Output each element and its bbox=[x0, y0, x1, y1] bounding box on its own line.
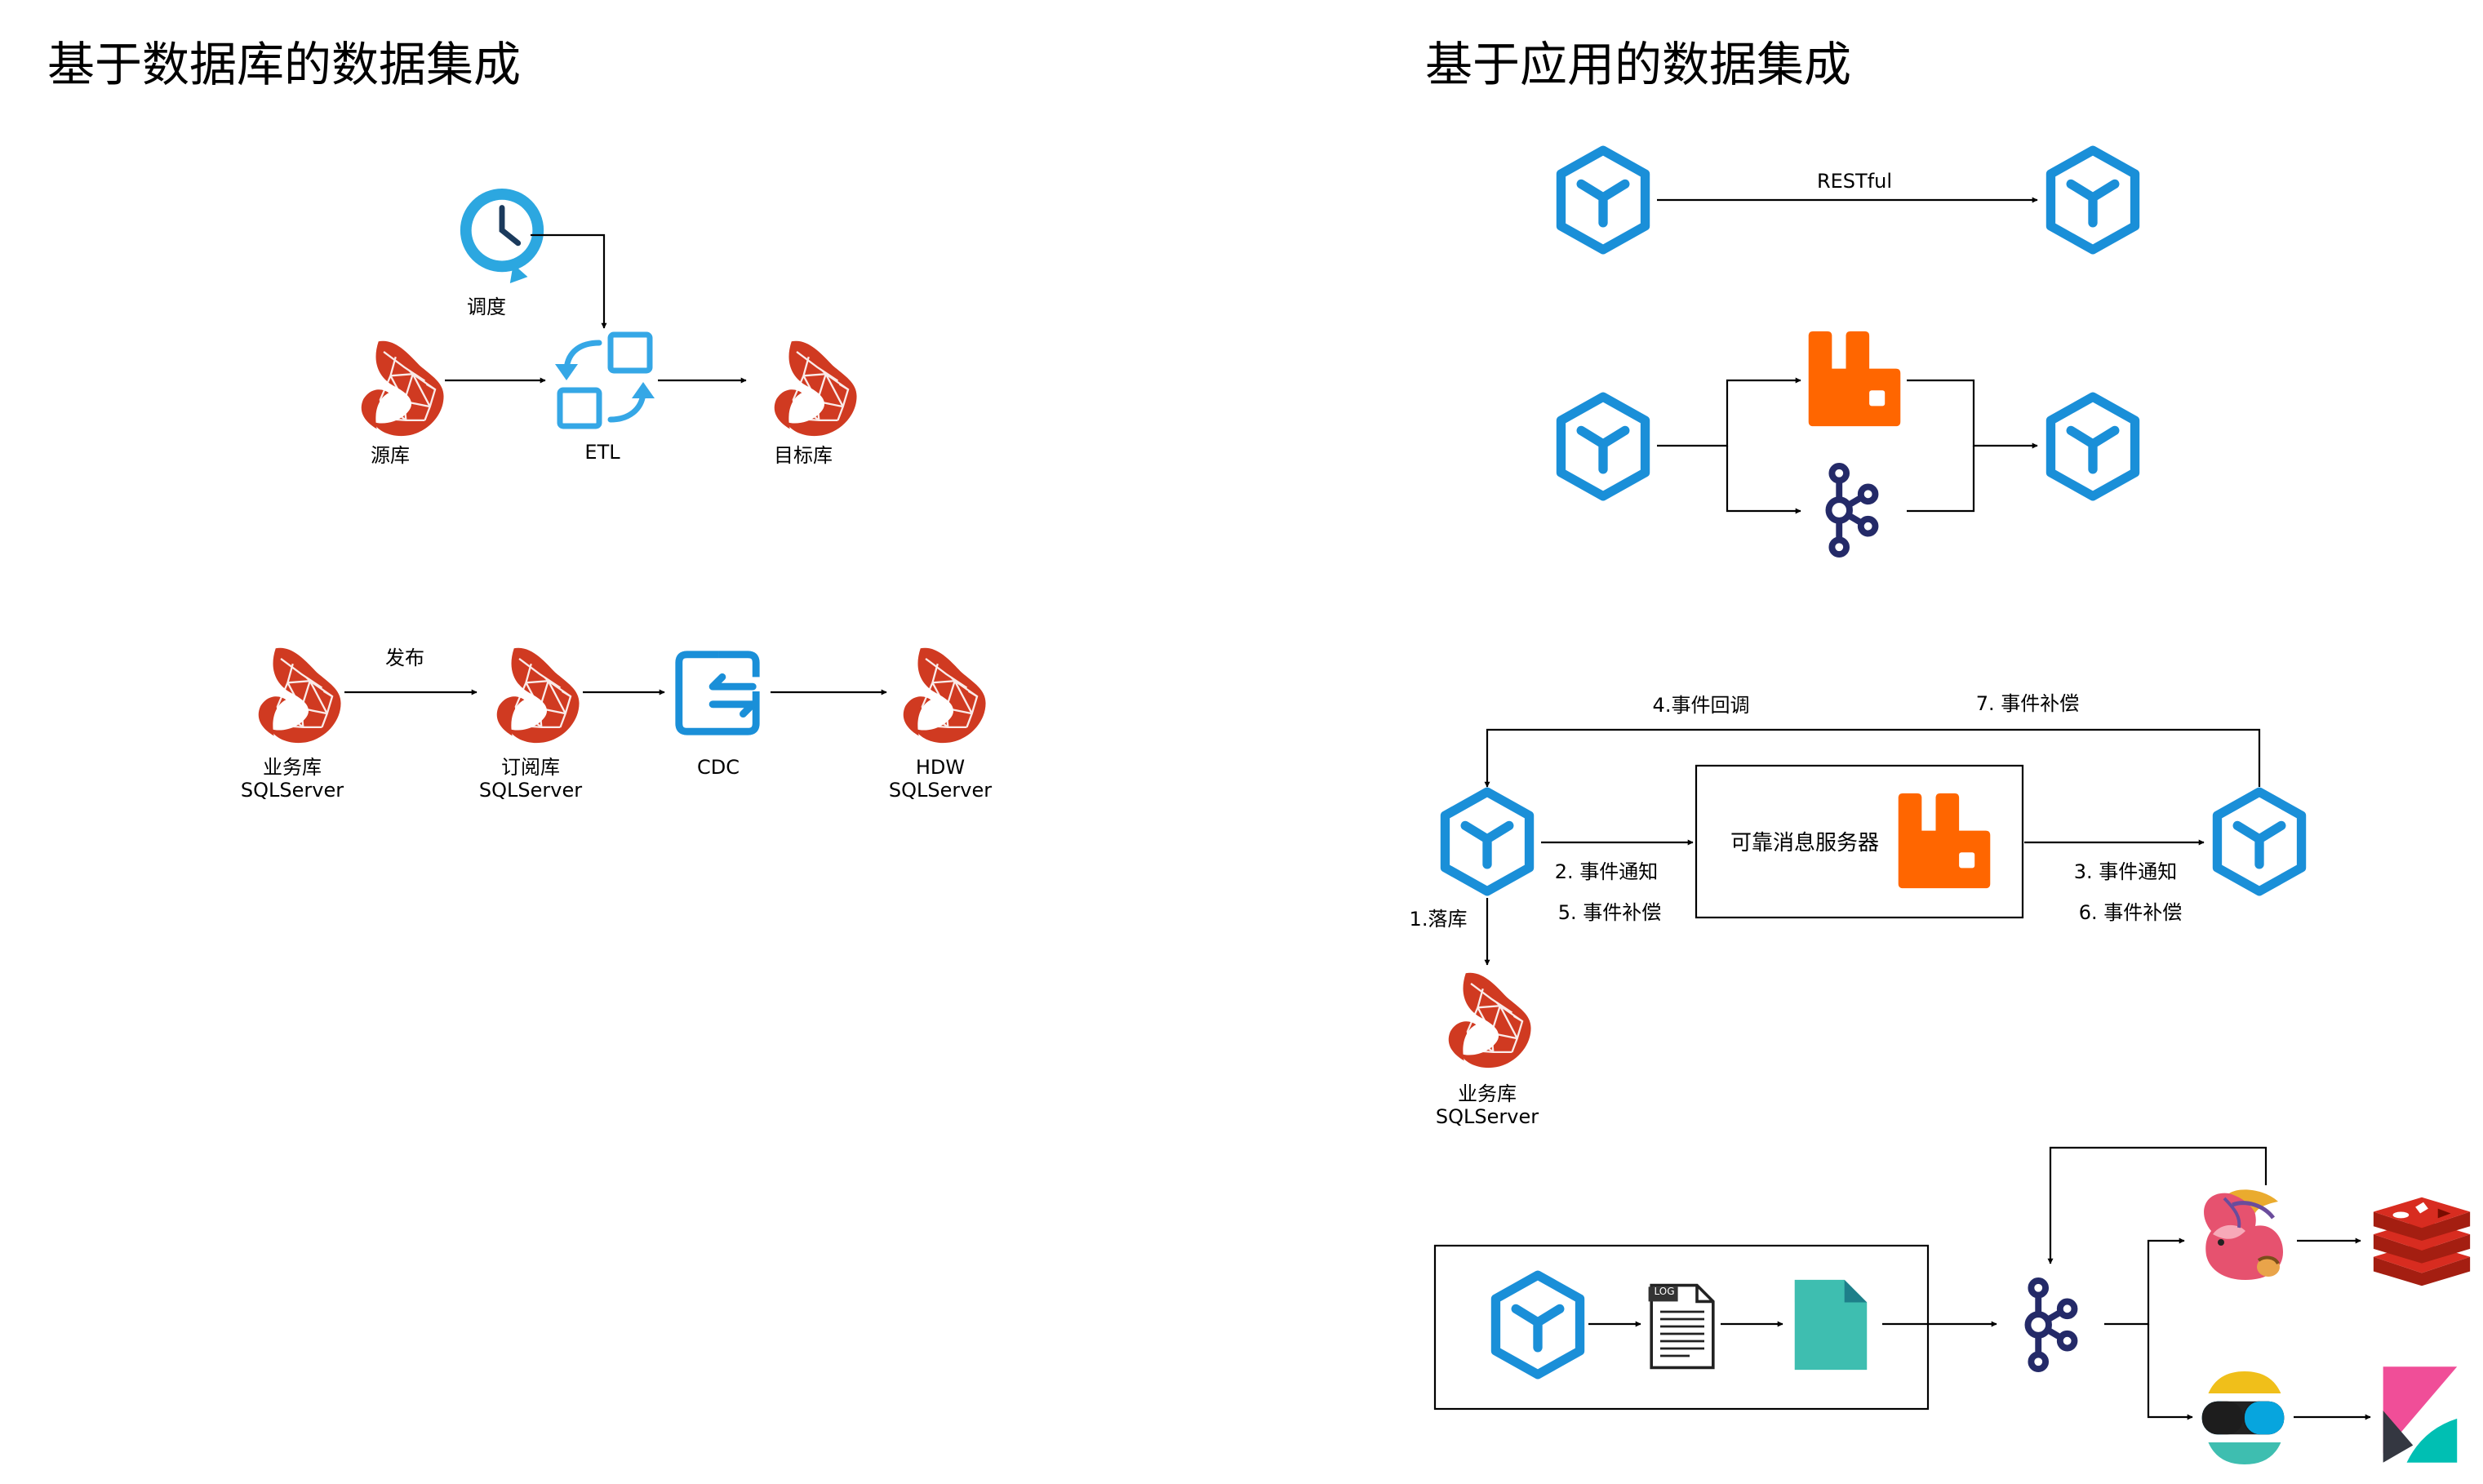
hdw-db-sqlserver-icon bbox=[902, 646, 987, 744]
redis-icon bbox=[2373, 1197, 2471, 1286]
cdc-label: CDC bbox=[697, 756, 740, 779]
reliable-db-engine: SQLServer bbox=[1435, 1105, 1539, 1128]
producer-app-cube-icon bbox=[1561, 397, 1645, 496]
target-db-sqlserver-icon bbox=[773, 340, 858, 438]
publish-label: 发布 bbox=[385, 646, 424, 669]
etl-icon bbox=[555, 335, 655, 426]
step-6-label: 6. 事件补偿 bbox=[2078, 901, 2183, 924]
business-db-name: 业务库 bbox=[262, 756, 322, 779]
hdw-db-engine: SQLServer bbox=[888, 779, 993, 802]
consumer-app-cube-icon bbox=[2050, 397, 2134, 496]
kafka-to-flink-edge bbox=[2104, 1237, 2185, 1326]
collected-file-icon bbox=[1794, 1279, 1868, 1371]
business-app-cube-icon bbox=[1445, 792, 1529, 891]
callback-loop-edge bbox=[1484, 728, 2261, 788]
hdw-db-label: HDW SQLServer bbox=[889, 756, 992, 802]
log-badge: LOG bbox=[1654, 1286, 1675, 1297]
flink-to-kafka-edge bbox=[2047, 1146, 2268, 1264]
schedule-label: 调度 bbox=[467, 295, 506, 318]
cdc-icon bbox=[679, 655, 756, 731]
downstream-app-cube-icon bbox=[2217, 792, 2301, 891]
rabbitmq-icon bbox=[1808, 331, 1901, 427]
log-kafka-icon bbox=[2028, 1281, 2074, 1369]
target-db-label: 目标库 bbox=[774, 444, 833, 467]
kafka-icon bbox=[1828, 466, 1875, 554]
right-panel-title: 基于应用的数据集成 bbox=[1425, 37, 1852, 92]
source-db-sqlserver-icon bbox=[360, 340, 445, 438]
elasticsearch-icon bbox=[2201, 1371, 2285, 1465]
reliable-db-sqlserver-icon bbox=[1447, 971, 1532, 1069]
hdw-db-name: HDW bbox=[915, 756, 966, 779]
reliable-db-label: 业务库 SQLServer bbox=[1436, 1082, 1539, 1128]
server-label: 可靠消息服务器 bbox=[1730, 831, 1880, 855]
kibana-icon bbox=[2383, 1366, 2458, 1463]
kafka-to-elastic-edge bbox=[2147, 1324, 2193, 1420]
business-db-sqlserver-icon bbox=[257, 646, 342, 744]
subscribe-db-sqlserver-icon bbox=[495, 646, 580, 744]
subscribe-db-label: 订阅库 SQLServer bbox=[479, 756, 582, 802]
step-2-label: 2. 事件通知 bbox=[1554, 860, 1659, 883]
app-b-cube-icon bbox=[2050, 150, 2134, 250]
subscribe-db-engine: SQLServer bbox=[478, 779, 583, 802]
kafka-to-consumer-edge bbox=[1907, 446, 1975, 513]
step-3-label: 3. 事件通知 bbox=[2073, 860, 2178, 883]
app-a-cube-icon bbox=[1561, 150, 1645, 250]
step-1-label: 1.落库 bbox=[1409, 908, 1468, 931]
source-db-label: 源库 bbox=[371, 444, 410, 467]
rabbitmq-to-consumer-edge bbox=[1907, 379, 2038, 449]
schedule-to-etl-edge bbox=[531, 233, 607, 329]
business-db-engine: SQLServer bbox=[240, 779, 344, 802]
reliable-db-name: 业务库 bbox=[1457, 1082, 1517, 1105]
step-5-label: 5. 事件补偿 bbox=[1557, 901, 1662, 924]
producer-to-rabbitmq-edge bbox=[1657, 377, 1801, 447]
restful-label: RESTful bbox=[1816, 170, 1893, 193]
step-4-label: 4.事件回调 bbox=[1652, 694, 1750, 717]
business-db-label: 业务库 SQLServer bbox=[241, 756, 344, 802]
subscribe-db-name: 订阅库 bbox=[500, 756, 560, 779]
flink-icon bbox=[2204, 1189, 2283, 1280]
step-7-label: 7. 事件补偿 bbox=[1975, 692, 2080, 715]
producer-to-kafka-edge bbox=[1726, 446, 1801, 514]
left-panel-title: 基于数据库的数据集成 bbox=[47, 37, 522, 92]
etl-label: ETL bbox=[584, 441, 620, 464]
